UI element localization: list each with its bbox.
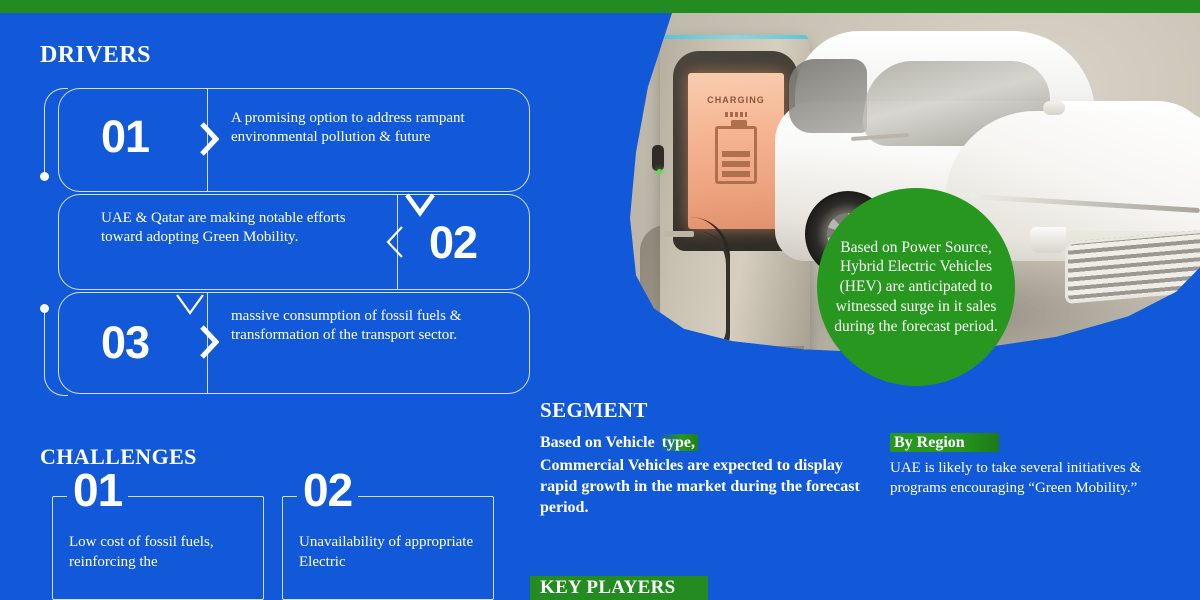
car-hood	[945, 111, 1200, 231]
driver-1-number: 01	[101, 111, 150, 162]
drivers-flow: 01 A promising option to address rampant…	[34, 80, 554, 400]
vehicle-type-lead: Based on Vehicle type,	[540, 432, 870, 453]
chevron-down-icon-2	[174, 292, 206, 318]
challenge-card-02: 02 Unavailability of appropriate Electri…	[282, 467, 494, 600]
vehicle-type-body: Commercial Vehicles are expected to disp…	[540, 457, 860, 517]
segment-heading: SEGMENT	[540, 398, 648, 422]
driver-card-02: UAE & Qatar are making notable efforts t…	[58, 194, 530, 290]
driver-card-03: 03 massive consumption of fossil fuels &…	[58, 292, 530, 394]
hev-highlight-text: Based on Power Source, Hybrid Electric V…	[834, 238, 998, 335]
car-side-mirror	[1043, 101, 1065, 115]
chevron-right-icon-2	[199, 325, 219, 359]
car-grille	[1065, 228, 1200, 304]
key-players-label: KEY PLAYERS	[540, 577, 676, 598]
challenge-1-text: Low cost of fossil fuels, reinforcing th…	[69, 534, 214, 570]
by-region-body: UAE is likely to take several initiative…	[890, 460, 1142, 497]
signal-bars-icon	[725, 112, 747, 117]
driver-3-text: massive consumption of fossil fuels & tr…	[231, 308, 462, 344]
chevron-left-icon	[385, 225, 405, 259]
driver-2-divider	[397, 195, 398, 289]
status-led-icon	[657, 169, 662, 174]
chevron-down-icon-1	[404, 192, 436, 218]
challenges-heading: CHALLENGES	[40, 444, 197, 469]
charging-label: CHARGING	[707, 95, 765, 105]
challenge-card-01: 01 Low cost of fossil fuels, reinforcing…	[52, 467, 264, 600]
challenge-1-number: 01	[67, 467, 129, 513]
charging-nozzle	[664, 231, 694, 237]
driver-2-text: UAE & Qatar are making notable efforts t…	[101, 210, 346, 246]
chevron-right-icon	[199, 122, 219, 156]
station-screen: CHARGING	[688, 73, 784, 229]
vehicle-type-highlight: type,	[658, 434, 699, 451]
driver-1-divider	[207, 89, 208, 191]
station-side-knob	[652, 145, 664, 171]
challenge-2-number: 02	[297, 467, 359, 513]
driver-3-divider	[207, 293, 208, 393]
charging-cable-2	[690, 231, 730, 354]
car-side-window	[789, 59, 867, 133]
driver-3-start-dot	[40, 304, 49, 313]
drivers-heading: DRIVERS	[40, 42, 151, 68]
driver-2-number: 02	[429, 217, 478, 268]
car-headlight	[1030, 227, 1066, 253]
driver-1-elbow-connector	[44, 88, 68, 176]
segment-vehicle-type-column: Based on Vehicle type, Commercial Vehicl…	[540, 432, 870, 518]
battery-icon	[715, 120, 757, 184]
driver-1-text: A promising option to address rampant en…	[231, 110, 465, 146]
by-region-label: By Region	[890, 433, 999, 452]
driver-card-01: 01 A promising option to address rampant…	[58, 88, 530, 192]
driver-1-start-dot	[40, 172, 49, 181]
by-region-label-wrap: By Region	[890, 432, 1170, 453]
vehicle-type-lead-plain: Based on Vehicle	[540, 434, 659, 451]
top-green-bar	[0, 0, 1200, 13]
challenges-section: 01 Low cost of fossil fuels, reinforcing…	[40, 467, 510, 600]
driver-3-number: 03	[101, 317, 150, 368]
challenge-2-text: Unavailability of appropriate Electric	[299, 534, 474, 570]
key-players-badge: KEY PLAYERS	[530, 576, 708, 600]
hev-highlight-circle: Based on Power Source, Hybrid Electric V…	[817, 188, 1015, 386]
station-top-trim	[662, 35, 808, 39]
segment-by-region-column: By Region UAE is likely to take several …	[890, 432, 1170, 499]
